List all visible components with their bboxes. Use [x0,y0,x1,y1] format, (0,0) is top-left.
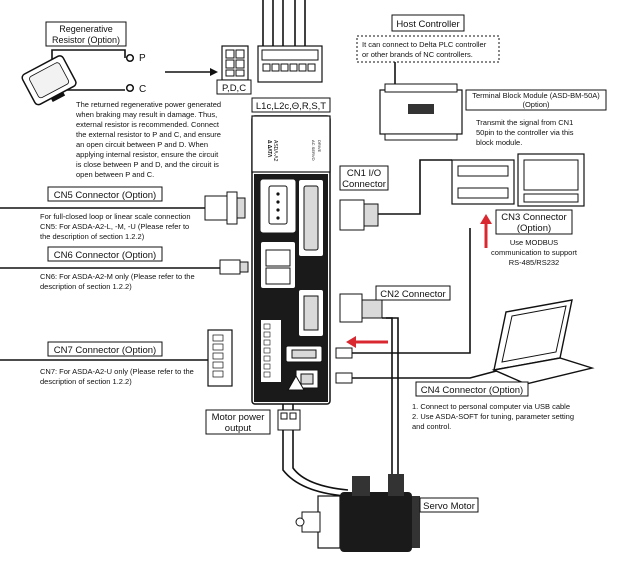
cn1-label-2: Connector [342,179,386,190]
cn3-label-2: (Option) [517,223,551,234]
cn5-note-2: CN5: For ASDA-A2-L, -M, -U (Please refer… [40,222,189,231]
red-arrow-up-icon [480,214,492,248]
motor-power-callout: Motor power output [205,409,301,435]
cn6-callout: CN6 Connector (Option) CN6: For ASDA-A2-… [40,246,249,291]
laptop-icon [491,299,595,385]
cn5-label: CN5 Connector (Option) [54,190,156,201]
terminal-note-1: Transmit the signal from CN1 [476,118,573,127]
pin-p-label: P [139,53,146,64]
regen-note: The returned regenerative power generate… [75,100,221,179]
plc-hmi-devices [451,153,585,207]
terminal-note-3: block module. [476,138,522,147]
regen-resistor-label-1: Regenerative [59,24,113,34]
host-controller-label: Host Controller [396,19,459,30]
resistor-icon [21,55,77,106]
terminal-block-module: Terminal Block Module (ASD-BM-50A) (Opti… [379,83,607,147]
host-controller: Host Controller It can connect to Delta … [356,14,500,63]
pdc-terminal-plug: P,D,C [216,45,252,95]
drive-model: ASDΛ-Λ2 [272,140,278,162]
cn3-callout: CN3 Connector (Option) Use MODBUS commun… [491,209,578,267]
pin-p-terminal [125,53,135,63]
cn4-note-3: and control. [412,422,451,431]
drive-type-2: DRIVE [317,140,322,153]
regen-resistor-label-2: Resistor (Option) [52,35,120,45]
regen-note-4: the external resistor to P and C, and en… [76,130,221,139]
cn1-label-1: CN1 I/O [347,168,381,179]
motor-power-label-2: output [225,423,252,434]
host-note-1: It can connect to Delta PLC controller [362,40,487,49]
cn7-note-1: CN7: For ASDA-A2-U only (Please refer to… [40,367,194,376]
host-note-2: or other brands of NC controllers. [362,50,473,59]
cn4-note-1: 1. Connect to personal computer via USB … [412,402,570,411]
cn4-callout: CN4 Connector (Option) 1. Connect to per… [412,381,574,431]
terminal-block-label-1: Terminal Block Module (ASD-BM-50A) [472,91,600,100]
cn3-note-2: communication to support [491,248,578,257]
cn5-note-3: the description of section 1.2.2) [40,232,145,241]
terminal-block-label-2: (Option) [522,100,550,109]
power-terminals-label: L1c,L2c,Θ,R,S,T [256,101,326,112]
cn1-callout: CN1 I/O Connector [339,165,389,231]
drive-type-1: AC SERVO [311,140,316,161]
servo-drive: Δ ΔΛΤΛ ASDΛ-Λ2 AC SERVO DRIVE [251,115,331,405]
regen-note-1: The returned regenerative power generate… [76,100,221,109]
cn2-label: CN2 Connector [380,289,445,300]
regen-note-7: is close between P and D, and the circui… [76,160,219,169]
cn7-label: CN7 Connector (Option) [54,345,156,356]
regen-note-6: applying internal resistor, ensure the c… [76,150,219,159]
pdc-label: P,D,C [222,83,246,94]
cn6-label: CN6 Connector (Option) [54,250,156,261]
regen-note-3: external resistor is recommended. Connec… [76,120,220,129]
arrow-right-icon [165,68,218,76]
terminal-note-2: 50pin to the controller via this [476,128,574,137]
cn4-label: CN4 Connector (Option) [421,385,523,396]
cn5-note-1: For full-closed loop or linear scale con… [40,212,191,221]
regen-note-8: open between P and C. [76,170,154,179]
cn3-label-1: CN3 Connector [501,212,566,223]
cn6-note-2: description of section 1.2.2) [40,282,132,291]
servo-motor-label: Servo Motor [423,501,475,512]
drive-brand: Δ ΔΛΤΛ [266,140,272,158]
pin-c-label: C [139,84,146,95]
regen-note-5: an open circuit between P and D. When [76,140,208,149]
wires [0,0,501,497]
servo-motor: Servo Motor [295,474,479,552]
cn3-cn4-plugs [335,347,353,384]
power-terminal-plug: L1c,L2c,Θ,R,S,T [251,45,331,113]
cn3-note-3: RS-485/RS232 [509,258,559,267]
cn2-callout: CN2 Connector [339,285,451,323]
cn3-note-1: Use MODBUS [510,238,558,247]
red-arrow-left-icon [346,336,388,348]
cn7-callout: CN7 Connector (Option) CN7: For ASDA-A2-… [40,329,233,387]
cn4-note-2: 2. Use ASDA-SOFT for tuning, parameter s… [412,412,574,421]
regen-note-2: when braking may result in damage. Thus, [75,110,217,119]
regen-resistor: Regenerative Resistor (Option) P C [21,21,146,106]
warning-icon [287,374,305,391]
cn6-note-1: CN6: For ASDA-A2-M only (Please refer to… [40,272,195,281]
pin-c-terminal [125,83,135,93]
motor-power-label-1: Motor power [212,412,265,423]
cn5-callout: CN5 Connector (Option) For full-closed l… [40,186,246,241]
cn7-note-2: description of section 1.2.2) [40,377,132,386]
